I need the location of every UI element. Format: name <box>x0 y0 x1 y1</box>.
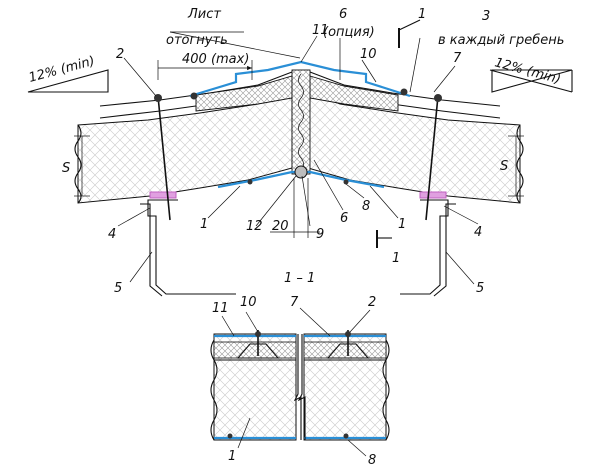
purlin-left <box>147 199 236 295</box>
label-section-mark: 1 <box>418 7 426 22</box>
label-slope-left: 12% (min) <box>27 54 96 86</box>
label-1-left: 1 <box>200 217 208 232</box>
label-2: 2 <box>116 47 124 62</box>
label-9: 9 <box>316 227 324 242</box>
sealant-bead <box>294 165 308 179</box>
label-option: (опция) <box>323 25 375 40</box>
label-b-8: 8 <box>368 453 376 468</box>
label-5-right: 5 <box>476 281 484 296</box>
label-sheet: Лист <box>187 7 221 22</box>
label-every-ridge: в каждый гребень <box>438 33 564 48</box>
screw-right <box>425 95 439 221</box>
section-title: 1 – 1 <box>284 271 315 286</box>
label-bend: отогнуть <box>166 33 228 48</box>
label-section-mark-bottom: 1 <box>392 251 400 266</box>
label-b-7: 7 <box>290 295 299 310</box>
ridge-section <box>27 19 573 297</box>
screw-left <box>157 95 171 221</box>
rivet-right <box>400 88 408 96</box>
purlin-right <box>400 199 449 295</box>
label-12: 12 <box>246 219 263 234</box>
label-20: 20 <box>272 219 289 234</box>
label-400-max: 400 (max) <box>182 52 249 67</box>
label-s-left: S <box>62 161 70 176</box>
label-10: 10 <box>360 47 377 62</box>
label-6: 6 <box>339 7 347 22</box>
label-4-right: 4 <box>474 225 482 240</box>
section-1-1 <box>210 307 390 457</box>
label-b-10: 10 <box>240 295 257 310</box>
panel-left <box>77 91 293 204</box>
label-b-1: 1 <box>228 449 236 464</box>
rivet-left <box>190 92 198 100</box>
washer-right <box>419 191 447 199</box>
label-6-lower: 6 <box>340 211 348 226</box>
label-1-right: 1 <box>398 217 406 232</box>
label-3: 3 <box>482 9 490 24</box>
label-s-right: S <box>500 159 508 174</box>
label-11: 11 <box>312 23 329 38</box>
label-4-left: 4 <box>108 227 116 242</box>
label-7: 7 <box>453 51 462 66</box>
label-5-left: 5 <box>114 281 122 296</box>
label-8: 8 <box>362 199 370 214</box>
label-b-2: 2 <box>368 295 376 310</box>
washer-left <box>149 191 177 199</box>
label-b-11: 11 <box>212 301 229 316</box>
panel-right <box>307 91 521 204</box>
